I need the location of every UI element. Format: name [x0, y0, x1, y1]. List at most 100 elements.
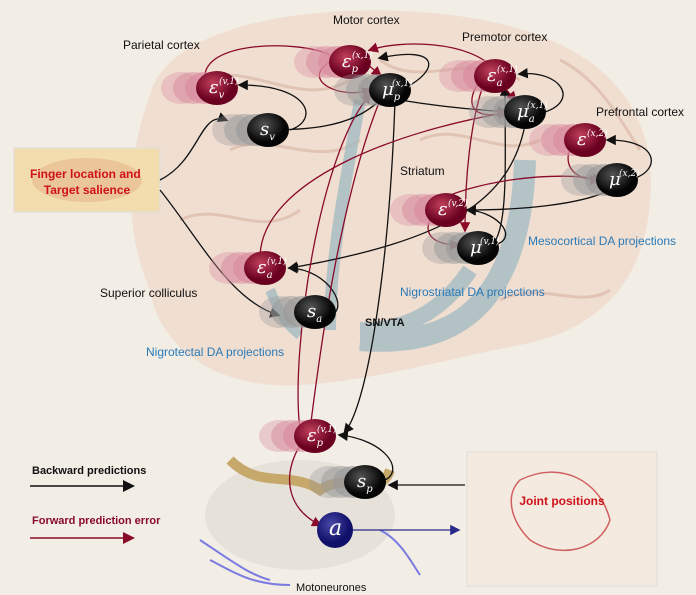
- label-sn-vta: SN/VTA: [365, 317, 405, 329]
- node-ellipse: [474, 59, 516, 93]
- node-label: ε: [577, 129, 587, 150]
- hand-sketch: [510, 471, 611, 552]
- node-mu-p-x: μp (x,1): [334, 73, 413, 107]
- node-superscript: (x,1): [352, 50, 373, 61]
- node-symbol: ε: [487, 65, 497, 86]
- label-premotor-cortex: Premotor cortex: [462, 30, 547, 44]
- node-symbol: μ: [609, 169, 621, 190]
- node-symbol: ε: [342, 51, 352, 72]
- node-symbol: s: [260, 119, 269, 140]
- node-label: εp: [342, 51, 359, 75]
- node-label: μa: [517, 101, 535, 125]
- legend: Backward predictions Forward prediction …: [30, 465, 161, 544]
- node-label: εa: [487, 65, 503, 89]
- node-subscript: p: [366, 484, 373, 495]
- node-s-p: sp: [309, 465, 386, 499]
- node-label: εa: [257, 257, 273, 281]
- nodes: εv(v,1)svεp(x,1)μp(x,1)εa(x,1)μa(x,1)ε(x…: [161, 45, 640, 548]
- node-ellipse: [344, 465, 386, 499]
- node-symbol: ε: [577, 129, 587, 150]
- node-symbol: μ: [382, 79, 394, 100]
- node-superscript: (x,1): [392, 78, 413, 89]
- node-subscript: p: [394, 92, 401, 103]
- node-mu-v1: μ(v,1): [422, 231, 500, 265]
- node-label: εv: [209, 77, 225, 101]
- node-symbol: a: [329, 516, 342, 541]
- label-striatum: Striatum: [400, 164, 445, 178]
- node-eps-p-x: εp(x,1): [294, 45, 373, 79]
- node-symbol: ε: [209, 77, 219, 98]
- node-ellipse: [329, 45, 371, 79]
- eye-image: [32, 158, 142, 202]
- node-symbol: ε: [257, 257, 267, 278]
- label-motor-cortex: Motor cortex: [333, 13, 400, 27]
- joint-input-label: Joint positions: [519, 494, 605, 508]
- node-label: sa: [307, 301, 322, 325]
- label-parietal-cortex: Parietal cortex: [123, 38, 200, 52]
- node-label: sv: [260, 119, 275, 143]
- label-nigrostriatal: Nigrostriatal DA projections: [400, 285, 545, 299]
- node-subscript: v: [269, 132, 275, 143]
- node-ellipse: [247, 113, 289, 147]
- node-eps-p-v: εp(v,1): [259, 419, 337, 453]
- node-label: a: [329, 516, 342, 541]
- node-eps-a-v: εa(v,1): [209, 251, 287, 285]
- node-eps-v2: ε(v,2): [390, 193, 468, 227]
- node-superscript: (x,2): [587, 128, 608, 139]
- node-symbol: ε: [438, 199, 448, 220]
- node-symbol: μ: [470, 237, 482, 258]
- node-symbol: s: [307, 301, 316, 322]
- node-label: ε: [438, 199, 448, 220]
- node-ellipse: [294, 295, 336, 329]
- joint-input-box: [466, 451, 658, 587]
- legend-forward-label: Forward prediction error: [32, 515, 161, 527]
- node-superscript: (v,1): [267, 256, 287, 267]
- da-projection-arrows: [265, 99, 536, 352]
- legend-backward-label: Backward predictions: [32, 465, 146, 477]
- node-s-a: sa: [259, 295, 336, 329]
- node-label: εp: [307, 425, 324, 449]
- node-ellipse: [504, 95, 546, 129]
- finger-label-line2: Target salience: [44, 183, 131, 197]
- node-ellipse: [564, 123, 606, 157]
- node-eps-v: εv(v,1): [161, 71, 239, 105]
- node-subscript: v: [219, 90, 225, 101]
- node-ellipse: [244, 251, 286, 285]
- node-ellipse: [317, 512, 353, 548]
- label-superior-colliculus: Superior colliculus: [100, 286, 197, 300]
- node-ellipse: [457, 231, 499, 265]
- finger-input-label: Finger location and Target salience: [30, 167, 144, 197]
- node-superscript: (x,1): [497, 64, 518, 75]
- node-eps-a-x: εa(x,1): [439, 59, 518, 93]
- node-ellipse: [294, 419, 336, 453]
- node-s-v: sv: [212, 113, 289, 147]
- node-mu-x2: μ(x,2): [561, 163, 640, 197]
- node-ellipse: [196, 71, 238, 105]
- label-nigrotectal: Nigrotectal DA projections: [146, 345, 284, 359]
- node-eps-x2: ε(x,2): [529, 123, 608, 157]
- node-label: μ: [609, 169, 621, 190]
- label-motoneurones: Motoneurones: [296, 582, 367, 594]
- node-subscript: a: [316, 314, 322, 325]
- node-subscript: p: [352, 64, 359, 75]
- node-symbol: μ: [517, 101, 529, 122]
- node-superscript: (v,2): [448, 198, 468, 209]
- node-superscript: (v,1): [480, 236, 500, 247]
- node-subscript: p: [317, 438, 324, 449]
- finger-label-line1: Finger location and: [30, 167, 141, 181]
- node-subscript: a: [267, 270, 273, 281]
- node-label: sp: [357, 471, 373, 495]
- label-mesocortical: Mesocortical DA projections: [528, 234, 676, 248]
- node-label: μ: [470, 237, 482, 258]
- node-superscript: (x,2): [619, 168, 640, 179]
- node-symbol: s: [357, 471, 366, 492]
- node-symbol: ε: [307, 425, 317, 446]
- node-a: a: [317, 512, 353, 548]
- node-ellipse: [369, 73, 411, 107]
- node-ellipse: [425, 193, 467, 227]
- label-prefrontal-cortex: Prefrontal cortex: [596, 105, 684, 119]
- node-subscript: a: [529, 114, 535, 125]
- node-superscript: (v,1): [317, 424, 337, 435]
